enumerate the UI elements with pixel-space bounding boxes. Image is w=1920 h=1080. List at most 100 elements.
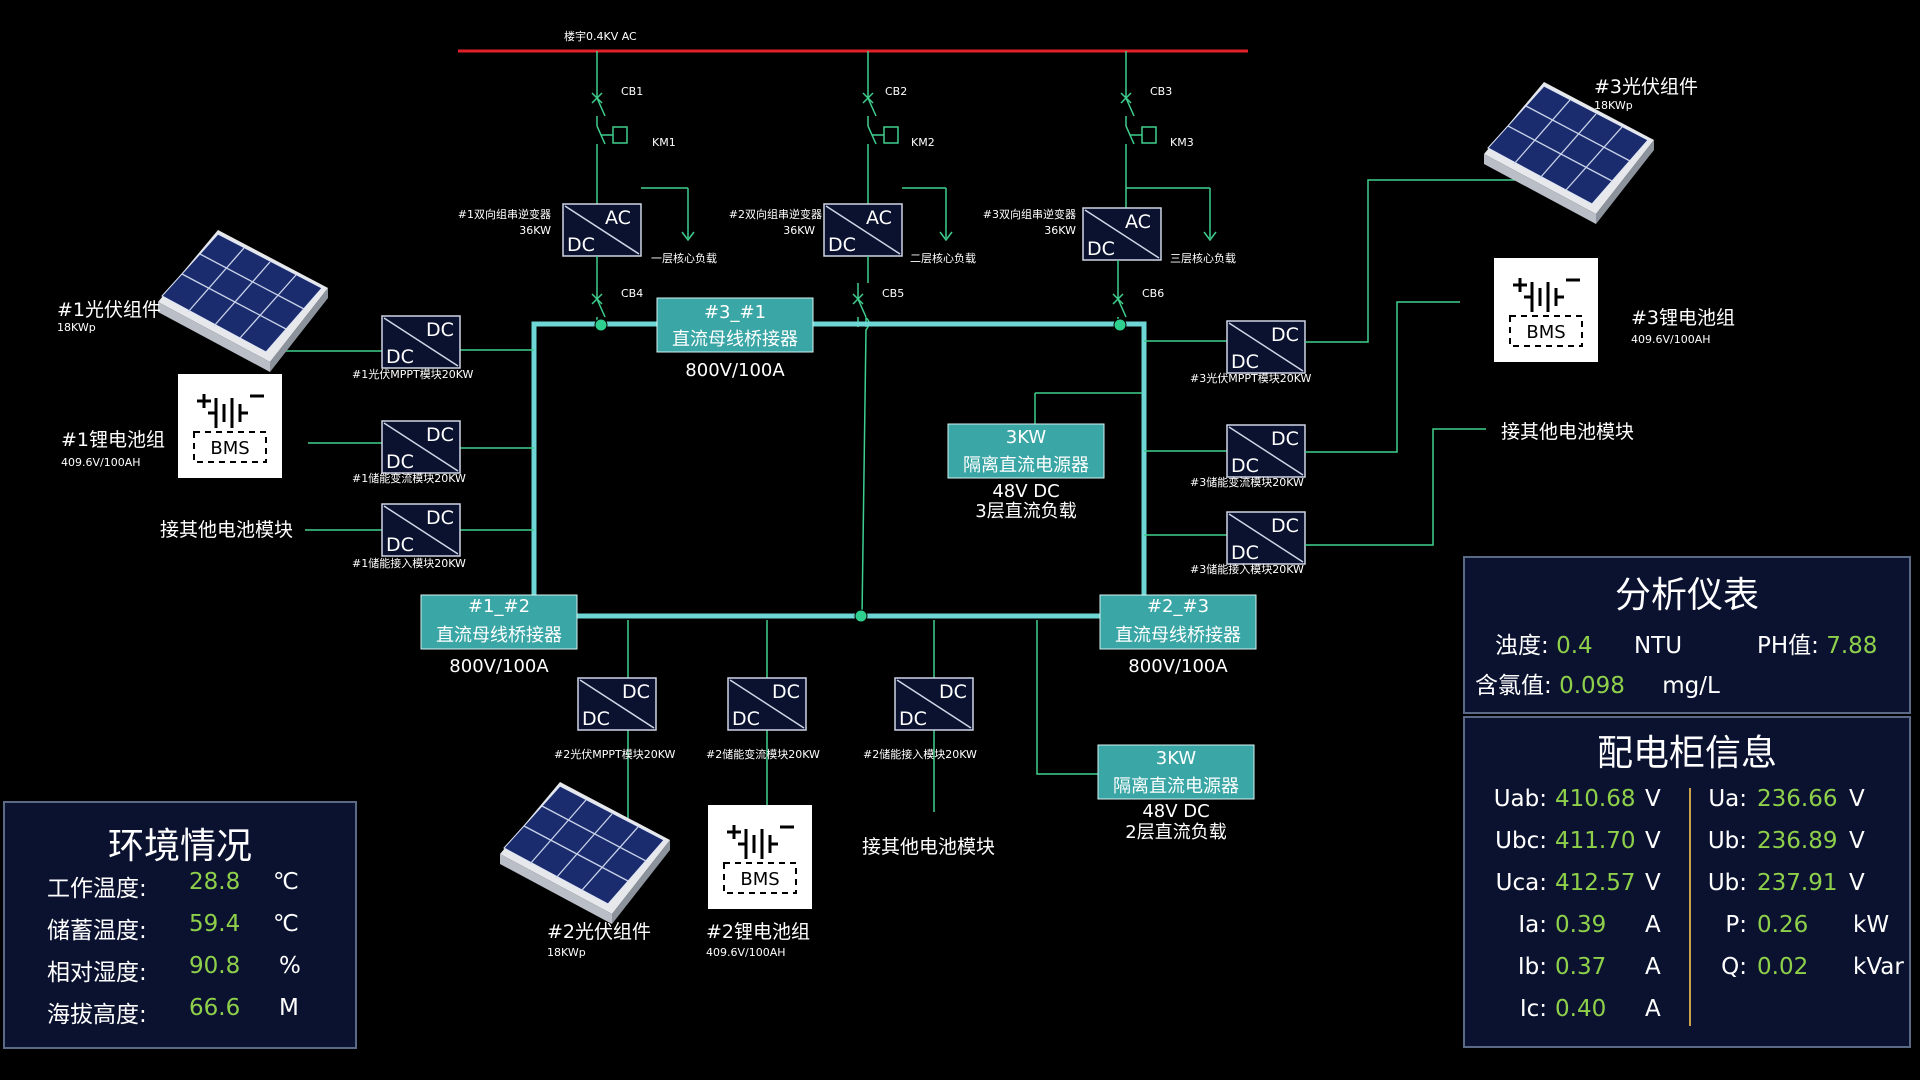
analyzer-panel: 分析仪表 浊度: 0.4 NTU PH值: 7.88 含氯值: 0.098 mg…	[1463, 556, 1911, 714]
bridge-2-3: #2_#3 直流母线桥接器 800V/100A	[1099, 594, 1257, 677]
load-3-label: 三层核心负载	[1170, 251, 1236, 265]
bat2-name: #2锂电池组	[706, 921, 810, 943]
km3-label: KM3	[1170, 136, 1194, 149]
battery-3-icon	[1492, 256, 1600, 364]
analyzer-title: 分析仪表	[1614, 575, 1759, 616]
inverter-3-icon	[1082, 207, 1162, 261]
cabinet-right-row: Ub: 236.89 V	[1707, 828, 1865, 854]
bat3-name: #3锂电池组	[1631, 307, 1735, 329]
turbidity-row: 浊度: 0.4 NTU	[1495, 633, 1683, 659]
bus-node	[594, 318, 608, 332]
battery-1-icon	[176, 372, 284, 480]
feeder-3	[1082, 51, 1217, 328]
solar-panel-2-icon	[499, 781, 671, 925]
cb4-label: CB4	[621, 287, 643, 300]
svg-text:48V DC: 48V DC	[992, 481, 1059, 502]
bridge-3-1: #3_#1 直流母线桥接器 800V/100A	[656, 297, 814, 381]
module-5-label: #2储能变流模块20KW	[706, 747, 820, 761]
inverter-3-name: #3双向组串逆变器	[983, 207, 1076, 221]
inverter-2-power: 36KW	[783, 224, 815, 237]
inverter-3-power: 36KW	[1044, 224, 1076, 237]
chlorine-row: 含氯值: 0.098 mg/L	[1475, 673, 1720, 699]
bus-node	[854, 609, 868, 623]
other-battery-bottom: 接其他电池模块	[862, 836, 995, 858]
cabinet-divider	[1689, 788, 1691, 1026]
svg-text:隔离直流电源器: 隔离直流电源器	[963, 455, 1089, 476]
svg-text:3层直流负载: 3层直流负载	[975, 501, 1076, 522]
svg-text:#2_#3: #2_#3	[1147, 596, 1209, 617]
cabinet-left-row: Ic: 0.40 A	[1519, 996, 1661, 1022]
other-battery-right: 接其他电池模块	[1501, 421, 1634, 443]
pv1-name: #1光伏组件	[57, 299, 161, 321]
svg-text:800V/100A: 800V/100A	[685, 360, 785, 381]
grid-label: 楼宇0.4KV AC	[564, 29, 637, 43]
other-battery-left: 接其他电池模块	[160, 519, 293, 541]
bat3-spec: 409.6V/100AH	[1631, 333, 1711, 346]
cabinet-right-row: Ub: 237.91 V	[1707, 870, 1865, 896]
dcdc-module-icon	[1226, 424, 1306, 478]
env-row: 相对湿度: 90.8 %	[47, 953, 301, 986]
svg-text:直流母线桥接器: 直流母线桥接器	[672, 329, 798, 350]
dcdc-module-icon	[381, 503, 461, 557]
svg-text:隔离直流电源器: 隔离直流电源器	[1113, 776, 1239, 797]
km1-label: KM1	[652, 136, 676, 149]
cb1-label: CB1	[621, 85, 643, 98]
cabinet-title: 配电柜信息	[1596, 733, 1777, 774]
env-row: 储蓄温度: 59.4 ℃	[47, 911, 299, 944]
env-row: 工作温度: 28.8 ℃	[47, 869, 299, 902]
cb6-label: CB6	[1142, 287, 1164, 300]
dcdc-module-icon	[381, 420, 461, 474]
pv2-power: 18KWp	[547, 946, 586, 959]
cabinet-left-row: Ib: 0.37 A	[1517, 954, 1661, 980]
cb5-label: CB5	[882, 287, 904, 300]
bat1-name: #1锂电池组	[61, 429, 165, 451]
pv3-power: 18KWp	[1594, 99, 1633, 112]
load-2-label: 二层核心负载	[910, 251, 976, 265]
cabinet-left-row: Ia: 0.39 A	[1518, 912, 1661, 938]
cb3-label: CB3	[1150, 85, 1172, 98]
ph-row: PH值: 7.88	[1757, 633, 1878, 659]
bus-node	[1113, 318, 1127, 332]
isolated-power-3: 3KW 隔离直流电源器 48V DC 3层直流负载	[947, 423, 1105, 522]
dcdc-module-icon	[1226, 320, 1306, 374]
svg-text:800V/100A: 800V/100A	[1128, 656, 1228, 677]
bat2-spec: 409.6V/100AH	[706, 946, 786, 959]
cabinet-left-row: Uca: 412.57 V	[1495, 870, 1661, 896]
cabinet-left-row: Ubc: 411.70 V	[1495, 828, 1661, 854]
cabinet-right-row: P: 0.26 kW	[1725, 912, 1890, 938]
svg-text:3KW: 3KW	[1006, 427, 1047, 448]
module-9-label: #3储能接入模块20KW	[1190, 562, 1304, 576]
battery-2-icon	[706, 803, 814, 911]
inverter-2-name: #2双向组串逆变器	[729, 207, 822, 221]
svg-text:#1_#2: #1_#2	[468, 596, 530, 617]
dcdc-module-icon	[381, 315, 461, 369]
dc-bus-ring	[531, 321, 1147, 619]
inverter-1-icon	[562, 203, 642, 257]
module-2-label: #1储能变流模块20KW	[352, 471, 466, 485]
pv1-power: 18KWp	[57, 321, 96, 334]
bat1-spec: 409.6V/100AH	[61, 456, 141, 469]
load-1-label: 一层核心负载	[651, 251, 717, 265]
module-6-label: #2储能接入模块20KW	[863, 747, 977, 761]
inverter-2-icon	[823, 203, 903, 257]
module-3-label: #1储能接入模块20KW	[352, 556, 466, 570]
module-4-label: #2光伏MPPT模块20KW	[554, 747, 676, 761]
cabinet-right-row: Ua: 236.66 V	[1708, 786, 1865, 812]
bridge-1-2: #1_#2 直流母线桥接器 800V/100A	[420, 594, 578, 677]
module-8-label: #3储能变流模块20KW	[1190, 475, 1304, 489]
dcdc-module-icon	[894, 677, 974, 731]
dcdc-module-icon	[727, 677, 807, 731]
km2-label: KM2	[911, 136, 935, 149]
svg-text:48V DC: 48V DC	[1142, 801, 1209, 822]
svg-text:800V/100A: 800V/100A	[449, 656, 549, 677]
module-7-label: #3光伏MPPT模块20KW	[1190, 371, 1312, 385]
svg-text:#3_#1: #3_#1	[704, 302, 766, 323]
cabinet-panel: 配电柜信息 Uab: 410.68 V Ubc: 411.70 V Uca: 4…	[1463, 716, 1911, 1048]
svg-text:2层直流负载: 2层直流负载	[1125, 822, 1226, 843]
cabinet-right-row: Q: 0.02 kVar	[1721, 954, 1904, 980]
svg-text:直流母线桥接器: 直流母线桥接器	[1115, 625, 1241, 646]
isolated-power-2: 3KW 隔离直流电源器 48V DC 2层直流负载	[1097, 744, 1255, 843]
svg-text:直流母线桥接器: 直流母线桥接器	[436, 625, 562, 646]
inverter-1-name: #1双向组串逆变器	[458, 207, 551, 221]
